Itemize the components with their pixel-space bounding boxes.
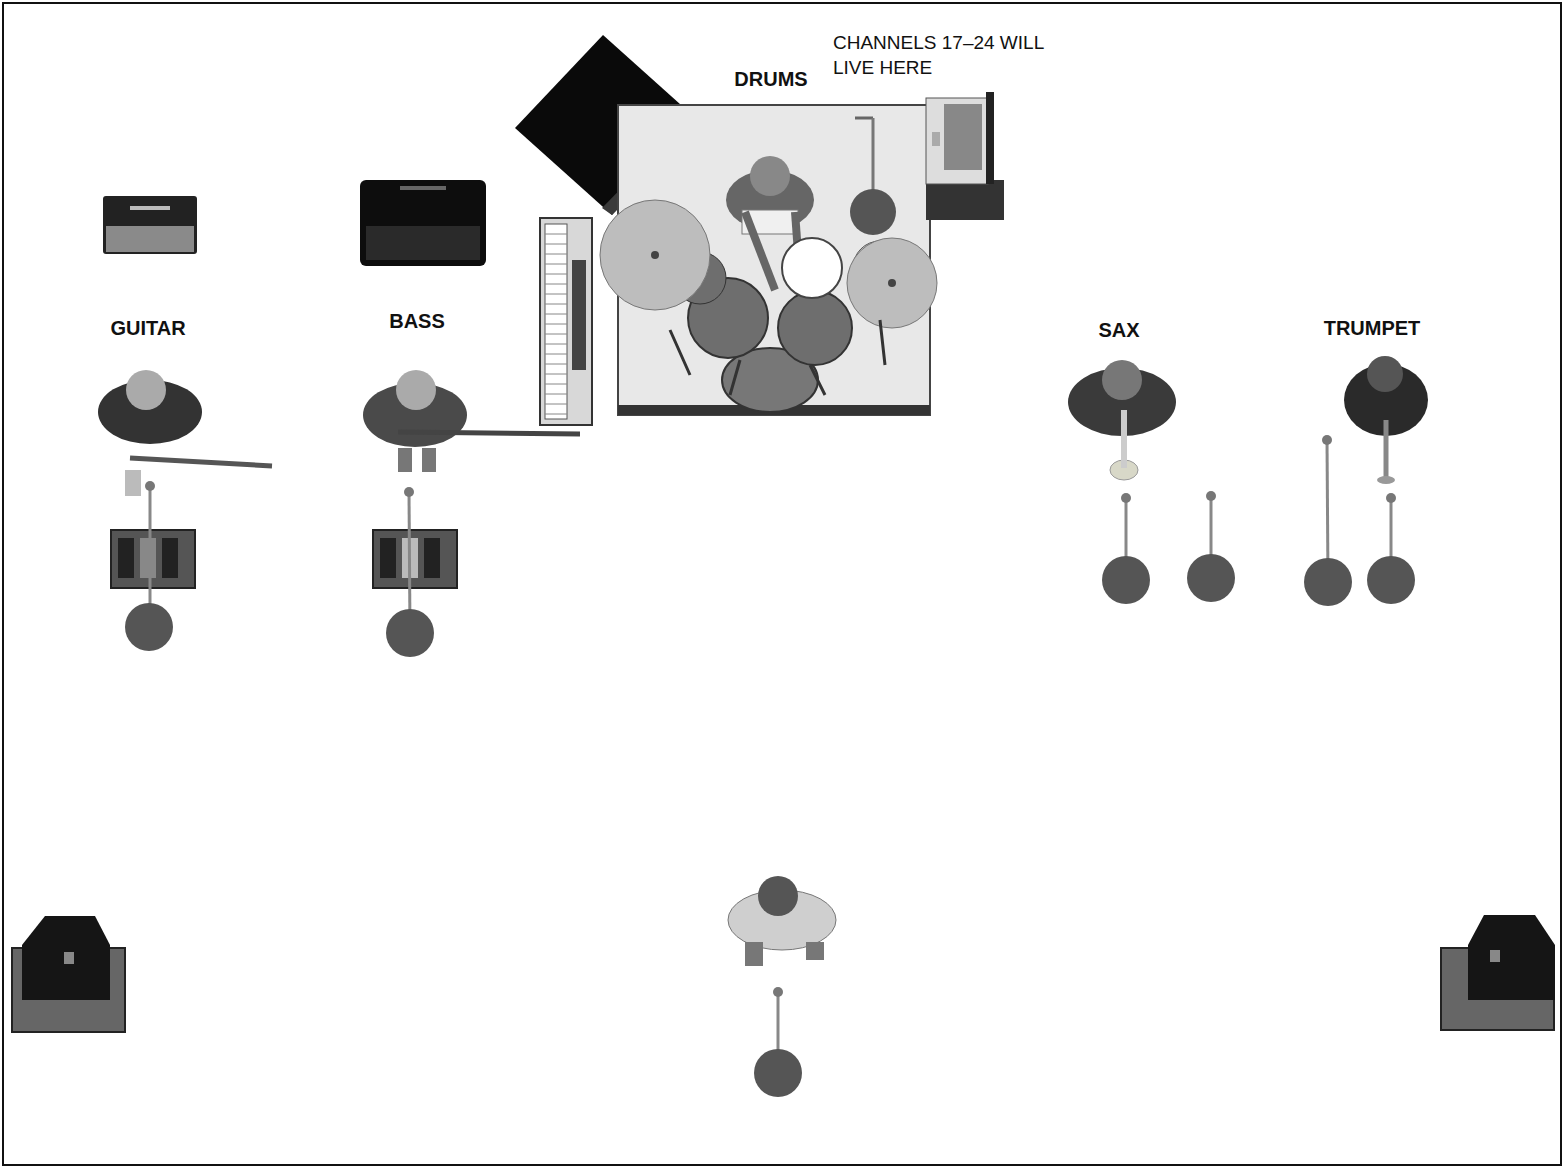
lead-singer-part: [745, 942, 763, 966]
mic-stand-part: [1102, 556, 1150, 604]
pedalboard-part: [118, 538, 134, 578]
drum-kit-part: [782, 238, 842, 298]
mic-stand-part: [125, 603, 173, 651]
lead-singer-part: [758, 876, 798, 916]
section-label: BASS: [389, 308, 445, 334]
bass-amp-part: [360, 180, 486, 266]
floor-monitor: [12, 916, 125, 1032]
laptop-part: [986, 92, 994, 184]
mic-stand-part: [773, 987, 783, 997]
guitar-amp-part: [103, 196, 197, 254]
mic-stand-part: [145, 481, 155, 491]
guitar-player: [98, 370, 272, 496]
drum-kit-part: [651, 251, 659, 259]
guitar-player-part: [130, 458, 272, 466]
pedalboard-part: [380, 538, 396, 578]
mic-stand-part: [386, 609, 434, 657]
mic-stand: [386, 487, 434, 657]
pedalboard-part: [424, 538, 440, 578]
guitar-amp-part: [130, 206, 170, 210]
drummer-part: [745, 212, 775, 290]
pedalboard-part: [140, 538, 156, 578]
bass-player-part: [396, 370, 436, 410]
bass-amp-part: [400, 186, 446, 190]
note-text: CHANNELS 17–24 WILL LIVE HERE: [833, 31, 1073, 80]
lead-singer: [728, 876, 836, 966]
mic-stand: [125, 481, 173, 651]
drum-kit-part: [888, 279, 896, 287]
mic-stand-part: [1386, 493, 1396, 503]
laptop-part: [926, 98, 988, 184]
bass-player-part: [422, 448, 436, 472]
mic-stand-part: [1187, 554, 1235, 602]
floor-monitor-part: [1490, 950, 1500, 962]
bass-amp-part: [366, 226, 480, 260]
pedalboard-part: [111, 530, 195, 588]
guitar-player-part: [126, 370, 166, 410]
section-label: GUITAR: [110, 315, 185, 341]
guitar-amp-part: [106, 226, 194, 252]
trumpet-player-part: [1377, 476, 1395, 484]
mic-stand: [850, 118, 896, 235]
keyboard-part: [545, 234, 567, 414]
trumpet-player: [1344, 356, 1428, 484]
section-label: TRUMPET: [1324, 315, 1421, 341]
bass-player-part: [398, 432, 580, 434]
keyboard-part: [540, 218, 592, 425]
drum-kit-part: [670, 320, 885, 395]
drum-kit-part: [600, 200, 710, 310]
drummer-part: [750, 156, 790, 196]
mic-stand-part: [1367, 556, 1415, 604]
pedalboard-part: [162, 538, 178, 578]
drum-kit-part: [778, 291, 852, 365]
floor-monitor-part: [22, 916, 110, 1000]
bass-player-part: [398, 448, 412, 472]
section-label: DRUMS: [734, 66, 807, 92]
drum-kit-part: [847, 238, 937, 328]
laptop: [926, 92, 1004, 220]
pedalboard-part: [373, 530, 457, 588]
drum-kit: [600, 200, 937, 412]
floor-monitor-part: [1468, 915, 1555, 1000]
guitar-player-part: [125, 470, 141, 496]
floor-monitor: [1441, 915, 1555, 1030]
trumpet-player-part: [1367, 356, 1403, 392]
stage-frame: [3, 3, 1561, 1165]
guitar-amp: [103, 196, 197, 254]
mic-stand-part: [855, 117, 873, 120]
sax-player: [1068, 360, 1176, 480]
mic-stand-part: [850, 189, 896, 235]
mic-stand-part: [1304, 558, 1352, 606]
trumpet-player-part: [1384, 420, 1389, 478]
sax-player-part: [1102, 360, 1142, 400]
laptop-part: [926, 180, 1004, 220]
bass-amp: [360, 180, 486, 266]
keyboard-part: [572, 260, 586, 370]
mic-stand: [1187, 491, 1235, 602]
mic-stand-part: [404, 487, 414, 497]
laptop-part: [932, 132, 940, 146]
laptop-part: [944, 104, 982, 170]
mic-stand: [1304, 435, 1352, 606]
mic-stand-part: [754, 1049, 802, 1097]
pedalboard: [373, 530, 457, 588]
floor-monitor-part: [64, 952, 74, 964]
bass-player: [363, 370, 580, 472]
mic-stand-part: [1206, 491, 1216, 501]
mic-stand: [754, 987, 802, 1097]
pedalboard: [111, 530, 195, 588]
mic-stand: [1367, 493, 1415, 604]
mic-stand-part: [1322, 435, 1332, 445]
lead-singer-part: [806, 942, 824, 960]
keyboard: [540, 218, 592, 425]
mic-stand: [1102, 493, 1150, 604]
section-label: SAX: [1098, 317, 1139, 343]
keyboard-part: [545, 224, 567, 419]
mic-stand-part: [1121, 493, 1131, 503]
sax-player-part: [1121, 410, 1127, 468]
